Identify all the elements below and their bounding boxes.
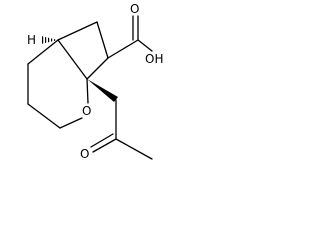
bond-acid-oh [137,39,153,52]
molecule-structure: H O O OH O [27,2,163,161]
atom-h-stereo: H [27,33,36,47]
bond-c4-c1 [57,39,88,80]
bond-o-c4 [86,78,89,104]
bond-c3-c4 [86,57,109,80]
bond-c7-o [59,117,83,129]
atom-ketone-oxygen: O [80,147,89,161]
bond-ketone-co-2 [90,133,114,148]
bond-c1-c2 [57,21,98,41]
bond-c1-c5 [27,39,59,65]
bond-c6-c7 [27,103,61,129]
hashed-wedge-bond-h [41,36,58,44]
bold-wedge-bond [87,79,118,102]
bond-co-ch3 [115,138,153,160]
bond-ketone-co-1 [92,138,117,153]
bond-c3-cooh [107,39,139,59]
atom-ring-oxygen: O [82,104,91,118]
bond-c2-c3 [96,21,109,59]
atom-acid-oxygen: O [130,2,139,16]
atom-hydroxyl: OH [145,52,163,66]
